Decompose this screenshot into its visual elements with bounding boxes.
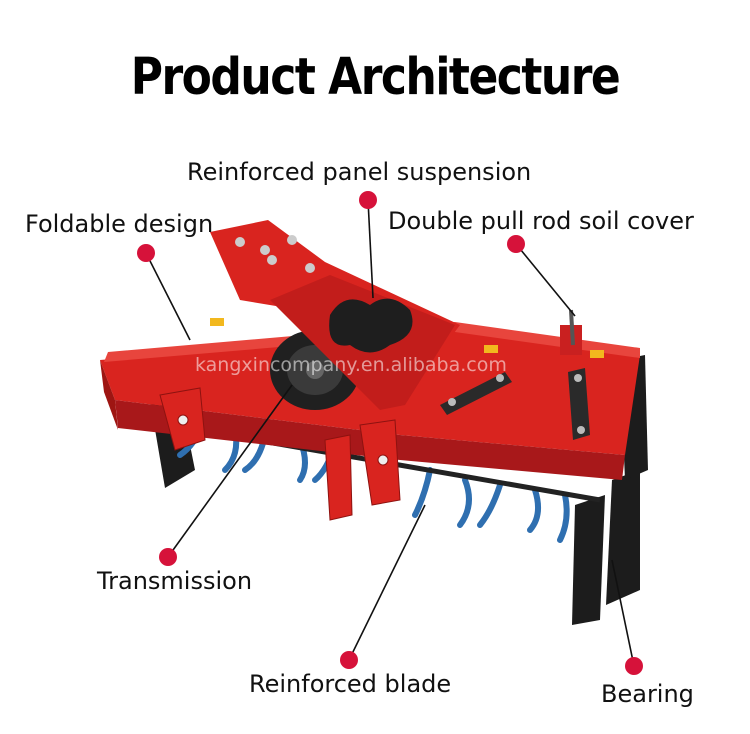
hitch-frame (210, 220, 460, 410)
label-transmission: Transmission (97, 567, 253, 595)
soil-cover-rods (440, 368, 590, 440)
lower-brackets (159, 387, 401, 521)
marker-foldable-design (137, 244, 155, 262)
watermark: kangxincompany.en.alibaba.com (195, 354, 507, 376)
marker-transmission (159, 548, 177, 566)
leader-lines (145, 199, 635, 667)
grease-caps (210, 318, 604, 358)
marker-reinforced-panel-suspension (359, 191, 377, 209)
page-title: Product Architecture (130, 48, 621, 107)
label-bearing: Bearing (601, 680, 694, 708)
pull-rod (560, 309, 582, 355)
label-reinforced-blade: Reinforced blade (249, 670, 452, 698)
label-foldable-design: Foldable design (25, 210, 214, 238)
callout-markers (137, 191, 643, 675)
label-double-pull-rod-soil-cover: Double pull rod soil cover (388, 207, 694, 235)
marker-reinforced-blade (340, 651, 358, 669)
label-reinforced-panel-suspension: Reinforced panel suspension (187, 158, 532, 186)
marker-bearing (625, 657, 643, 675)
marker-double-pull-rod-soil-cover (507, 235, 525, 253)
